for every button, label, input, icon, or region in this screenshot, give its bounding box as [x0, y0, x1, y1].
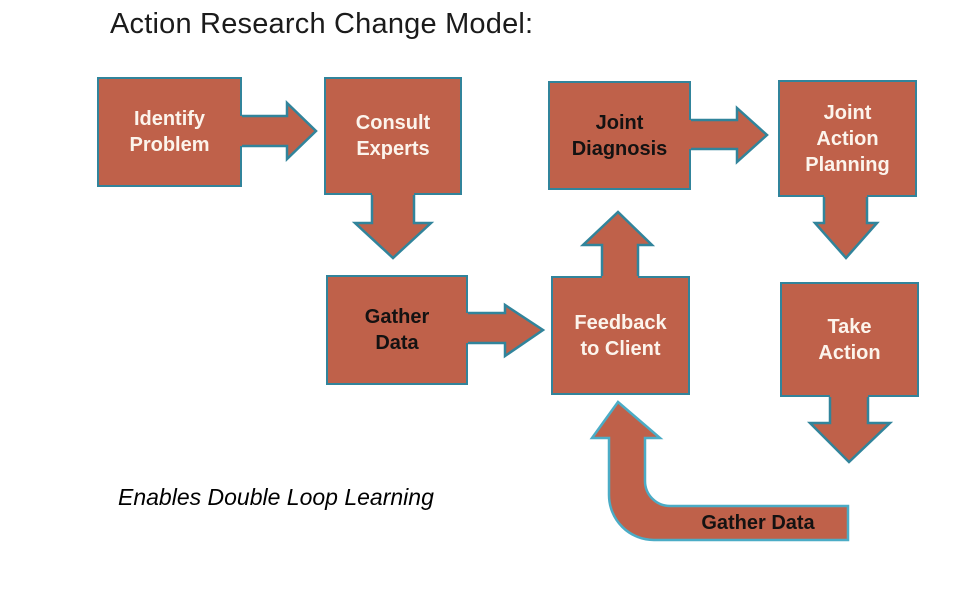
- box-label-line: Joint: [595, 111, 644, 134]
- loop-arrow-label: Gather Data: [701, 511, 815, 534]
- box-feedback-to-client: Feedback to Client: [551, 276, 690, 395]
- box-label-line: to Client: [580, 337, 661, 360]
- arrow-gather-data-to-feedback: [464, 302, 546, 359]
- box-label-line: Planning: [805, 153, 890, 176]
- footnote-enables-double-loop-learning: Enables Double Loop Learning: [118, 484, 434, 510]
- box-identify-problem: Identify Problem: [97, 77, 242, 187]
- arrow-joint-diagnosis-to-joint-action-planning: [687, 105, 769, 165]
- box-label-line: Problem: [129, 134, 210, 156]
- box-label-line: Consult: [355, 112, 431, 134]
- slide-title: Action Research Change Model:: [110, 8, 534, 40]
- box-label-line: Joint: [823, 101, 872, 124]
- box-label-line: Action: [816, 127, 879, 150]
- arrow-take-action-down: [806, 393, 894, 464]
- box-label-line: Gather: [364, 306, 430, 328]
- box-joint-diagnosis: Joint Diagnosis: [548, 81, 691, 190]
- arrow-feedback-to-joint-diagnosis: [579, 210, 656, 280]
- box-label-line: Experts: [356, 138, 430, 160]
- arrow-joint-action-planning-to-take-action: [812, 193, 880, 260]
- arrow-consult-to-gather-data: [351, 191, 435, 260]
- box-label-line: Take: [827, 315, 872, 338]
- box-label-line: Feedback: [574, 311, 667, 334]
- box-take-action: Take Action: [780, 282, 919, 397]
- box-label-line: Identify: [133, 108, 206, 130]
- box-label-line: Diagnosis: [571, 137, 668, 160]
- box-consult-experts: Consult Experts: [324, 77, 462, 195]
- arrow-identify-to-consult: [238, 100, 318, 162]
- box-label-line: Data: [375, 332, 419, 354]
- box-label-line: Action: [818, 341, 881, 364]
- box-joint-action-planning: Joint Action Planning: [778, 80, 917, 197]
- box-gather-data: Gather Data: [326, 275, 468, 385]
